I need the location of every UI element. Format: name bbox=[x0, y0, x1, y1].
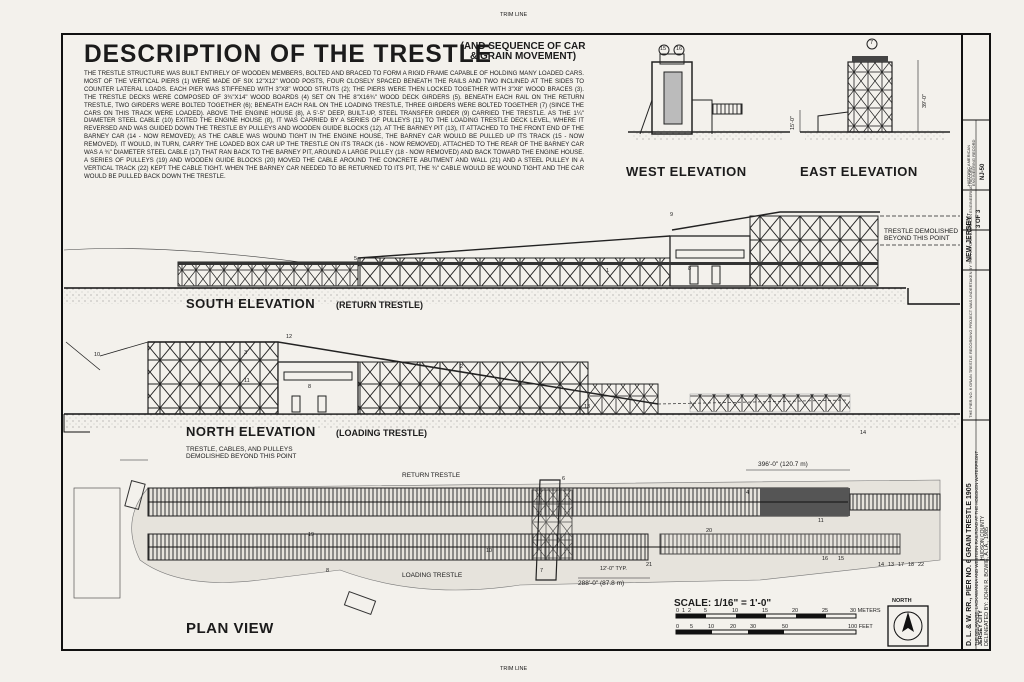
callout-18: 18 bbox=[908, 562, 915, 568]
callout-7-plan: 7 bbox=[540, 568, 544, 574]
trestle-description: THE TRESTLE STRUCTURE WAS BUILT ENTIRELY… bbox=[84, 70, 584, 180]
plan-view-label: PLAN VIEW bbox=[186, 620, 274, 637]
callout-10: 10 bbox=[94, 352, 101, 358]
callout-13-plan: 13 bbox=[888, 562, 895, 568]
west-elevation-label: WEST ELEVATION bbox=[626, 164, 747, 179]
demolished-note-south: TRESTLE DEMOLISHED BEYOND THIS POINT bbox=[884, 228, 959, 242]
callout-15-plan: 15 bbox=[838, 556, 845, 562]
dimension-typ: 12'-0" TYP. bbox=[600, 566, 627, 572]
scale-meters-25: 25 bbox=[822, 608, 829, 614]
title-block-delineator: DELINEATED BY: JOHN R. BOWIE, A.I.A., 19… bbox=[984, 526, 990, 646]
north-arrow-icon bbox=[887, 605, 929, 647]
scale-meters-15: 15 bbox=[762, 608, 769, 614]
page-subtitle: (AND SEQUENCE OF CAR & GRAIN MOVEMENT) bbox=[460, 41, 586, 62]
callout-2: 2 bbox=[460, 364, 464, 370]
callout-21: 21 bbox=[646, 562, 653, 568]
north-label: NORTH bbox=[892, 598, 912, 604]
west-elevation-drawing bbox=[628, 44, 790, 140]
scale-feet-10: 10 bbox=[708, 624, 715, 630]
callout-5: 5 bbox=[354, 256, 358, 262]
callout-17: 17 bbox=[898, 562, 905, 568]
title-block-sheet-label: SHEET bbox=[966, 212, 971, 228]
callout-4: 4 bbox=[746, 490, 750, 496]
title-block-main: D. L. & W. RR., PIER NO. 6 GRAIN TRESTLE… bbox=[966, 483, 973, 646]
plan-view-drawing bbox=[73, 459, 941, 616]
north-elevation-drawing bbox=[63, 341, 960, 433]
title-block-survey-no: NJ-50 bbox=[980, 163, 986, 180]
callout-19: 19 bbox=[308, 532, 315, 538]
page-title: DESCRIPTION OF THE TRESTLE bbox=[84, 40, 492, 68]
callout-8: 8 bbox=[308, 384, 312, 390]
south-elevation-sublabel: (RETURN TRESTLE) bbox=[336, 300, 423, 310]
callout-15: 15 bbox=[660, 46, 667, 52]
north-elevation-sublabel: (LOADING TRESTLE) bbox=[336, 428, 427, 438]
scale-bar bbox=[675, 613, 857, 635]
scale-feet-0: 0 bbox=[676, 624, 680, 630]
demolished-note-plan: TRESTLE, CABLES, AND PULLEYS DEMOLISHED … bbox=[186, 446, 297, 460]
scale-meters-1: 1 bbox=[682, 608, 686, 614]
callout-9-south: 9 bbox=[670, 212, 674, 218]
return-trestle-label: RETURN TRESTLE bbox=[402, 472, 461, 479]
callout-10-plan: 10 bbox=[486, 548, 493, 554]
scale-meters-30: 30 METERS bbox=[850, 608, 881, 614]
scale-feet-20: 20 bbox=[730, 624, 737, 630]
scale-meters-20: 20 bbox=[792, 608, 799, 614]
east-elevation-drawing bbox=[799, 38, 950, 140]
callout-8-plan: 8 bbox=[326, 568, 330, 574]
callout-13: 13 bbox=[584, 404, 591, 410]
callout-22: 22 bbox=[918, 562, 925, 568]
callout-14-plan: 14 bbox=[878, 562, 885, 568]
scale-feet-5: 5 bbox=[690, 624, 694, 630]
title-block-project-note: THE PIER NO. 6 GRAIN TRESTLE RECORDING P… bbox=[968, 166, 973, 418]
callout-8-south: 8 bbox=[688, 266, 692, 272]
trim-line-bottom: TRIM LINE bbox=[500, 666, 528, 672]
scale-feet-100: 100 FEET bbox=[848, 624, 873, 630]
east-low-dim: 15'-0" bbox=[790, 115, 796, 130]
scale-meters-0: 0 bbox=[676, 608, 680, 614]
callout-14: 14 bbox=[860, 430, 867, 436]
callout-11: 11 bbox=[244, 378, 250, 384]
title-block-survey-label: HISTORIC AMERICAN ENGINEERING RECORD bbox=[966, 139, 976, 186]
north-elevation-label: NORTH ELEVATION bbox=[186, 424, 316, 439]
south-elevation-drawing bbox=[63, 211, 960, 305]
scale-feet-30: 30 bbox=[750, 624, 757, 630]
title-block-sheet: 3 OF 3 bbox=[976, 209, 982, 228]
east-elevation-label: EAST ELEVATION bbox=[800, 164, 918, 179]
dimension-total: 396'-0" (120.7 m) bbox=[758, 461, 808, 468]
scale-feet-50: 50 bbox=[782, 624, 789, 630]
south-elevation-label: SOUTH ELEVATION bbox=[186, 296, 316, 311]
east-height-dim: 39'-0" bbox=[922, 93, 928, 108]
scale-meters-2: 2 bbox=[688, 608, 692, 614]
scale-meters-5: 5 bbox=[704, 608, 708, 614]
callout-16-plan: 16 bbox=[822, 556, 829, 562]
dimension-loading: 288'-0" (87.8 m) bbox=[578, 580, 625, 587]
callout-16: 16 bbox=[676, 46, 683, 52]
loading-trestle-label: LOADING TRESTLE bbox=[402, 572, 463, 579]
callout-12: 12 bbox=[286, 334, 293, 340]
trim-line-top: TRIM LINE bbox=[500, 12, 528, 18]
callout-7: 7 bbox=[870, 40, 874, 46]
callout-1: 1 bbox=[606, 268, 610, 274]
callout-11-plan: 11 bbox=[818, 518, 824, 524]
scale-meters-10: 10 bbox=[732, 608, 739, 614]
callout-20: 20 bbox=[706, 528, 713, 534]
callout-3: 3 bbox=[244, 350, 248, 356]
callout-6: 6 bbox=[562, 476, 566, 482]
scale-label: SCALE: 1/16" = 1'-0" bbox=[674, 598, 772, 609]
